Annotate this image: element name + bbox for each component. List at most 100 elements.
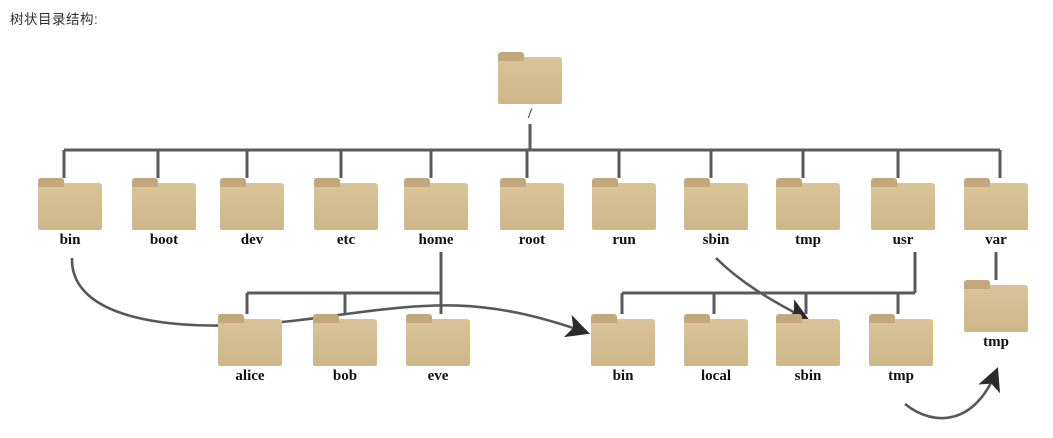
folder-node-level1-sbin[interactable]: sbin (684, 178, 748, 248)
folder-label: home (418, 232, 454, 248)
folder-label: dev (240, 232, 264, 248)
folder-label: tmp (795, 232, 821, 248)
folder-node-level1-dev[interactable]: dev (220, 178, 284, 248)
folder-body (404, 183, 468, 230)
folder-label: bob (332, 368, 358, 384)
folder-icon (220, 178, 284, 230)
folder-icon (591, 314, 655, 366)
folder-node-level1-boot[interactable]: boot (132, 178, 196, 248)
folder-icon (218, 314, 282, 366)
folder-icon (313, 314, 377, 366)
folder-label: alice (235, 368, 265, 384)
folder-icon (964, 280, 1028, 332)
folder-tab (498, 52, 524, 61)
folder-node-level1-bin[interactable]: bin (38, 178, 102, 248)
folder-node-level1-etc[interactable]: etc (314, 178, 378, 248)
folder-icon (132, 178, 196, 230)
folder-tab (132, 178, 158, 187)
folder-body (314, 183, 378, 230)
folder-node-usr-child-sbin[interactable]: sbin (776, 314, 840, 384)
folder-tab (314, 178, 340, 187)
folder-icon (406, 314, 470, 366)
folder-icon (38, 178, 102, 230)
folder-node-home-child-bob[interactable]: bob (313, 314, 377, 384)
folder-icon (684, 314, 748, 366)
folder-body (776, 183, 840, 230)
folder-label: run (612, 232, 636, 248)
folder-icon (964, 178, 1028, 230)
folder-label: / (527, 106, 533, 122)
folder-label: boot (149, 232, 179, 248)
folder-tab (871, 178, 897, 187)
folder-body (871, 183, 935, 230)
folder-tab (220, 178, 246, 187)
folder-label: var (985, 232, 1007, 248)
folder-tab (776, 178, 802, 187)
folder-icon (314, 178, 378, 230)
folder-tab (776, 314, 802, 323)
folder-label: etc (336, 232, 356, 248)
folder-icon (871, 178, 935, 230)
folder-label: sbin (702, 232, 730, 248)
folder-node-root[interactable]: / (498, 52, 562, 122)
folder-node-level1-usr[interactable]: usr (871, 178, 935, 248)
folder-body (313, 319, 377, 366)
folder-icon (404, 178, 468, 230)
folder-node-level1-tmp[interactable]: tmp (776, 178, 840, 248)
folder-label: tmp (888, 368, 914, 384)
folder-tab (869, 314, 895, 323)
folder-node-home-child-alice[interactable]: alice (218, 314, 282, 384)
folder-node-level1-home[interactable]: home (404, 178, 468, 248)
folder-icon (500, 178, 564, 230)
folder-icon (776, 314, 840, 366)
folder-tab (964, 178, 990, 187)
folder-label: eve (427, 368, 449, 384)
folder-tab (38, 178, 64, 187)
folder-node-level1-var[interactable]: var (964, 178, 1028, 248)
folder-icon (684, 178, 748, 230)
folder-tab (592, 178, 618, 187)
folder-node-usr-child-tmp[interactable]: tmp (869, 314, 933, 384)
arrow-usr-tmp-to-var-tmp (904, 367, 1001, 420)
arrow-bin-to-usr-bin (70, 257, 590, 338)
page-title: 树状目录结构: (10, 12, 99, 27)
folder-tab (591, 314, 617, 323)
folder-body (592, 183, 656, 230)
folder-label: sbin (794, 368, 822, 384)
folder-icon (498, 52, 562, 104)
folder-tab (404, 178, 430, 187)
folder-body (406, 319, 470, 366)
folder-tab (500, 178, 526, 187)
folder-tab (684, 314, 710, 323)
folder-body (869, 319, 933, 366)
folder-label: root (518, 232, 546, 248)
folder-tab (406, 314, 432, 323)
folder-node-level1-run[interactable]: run (592, 178, 656, 248)
folder-node-home-child-eve[interactable]: eve (406, 314, 470, 384)
folder-label: bin (59, 232, 81, 248)
folder-tab (684, 178, 710, 187)
folder-body (500, 183, 564, 230)
folder-node-usr-child-local[interactable]: local (684, 314, 748, 384)
folder-body (38, 183, 102, 230)
folder-tab (313, 314, 339, 323)
folder-icon (869, 314, 933, 366)
folder-body (498, 57, 562, 104)
folder-body (684, 183, 748, 230)
folder-icon (592, 178, 656, 230)
folder-label: usr (892, 232, 914, 248)
folder-node-var-child-tmp[interactable]: tmp (964, 280, 1028, 350)
folder-node-level1-root[interactable]: root (500, 178, 564, 248)
folder-body (220, 183, 284, 230)
folder-label: tmp (983, 334, 1009, 350)
folder-tab (964, 280, 990, 289)
folder-node-usr-child-bin[interactable]: bin (591, 314, 655, 384)
folder-body (218, 319, 282, 366)
folder-body (591, 319, 655, 366)
folder-icon (776, 178, 840, 230)
folder-label: local (701, 368, 731, 384)
folder-body (684, 319, 748, 366)
